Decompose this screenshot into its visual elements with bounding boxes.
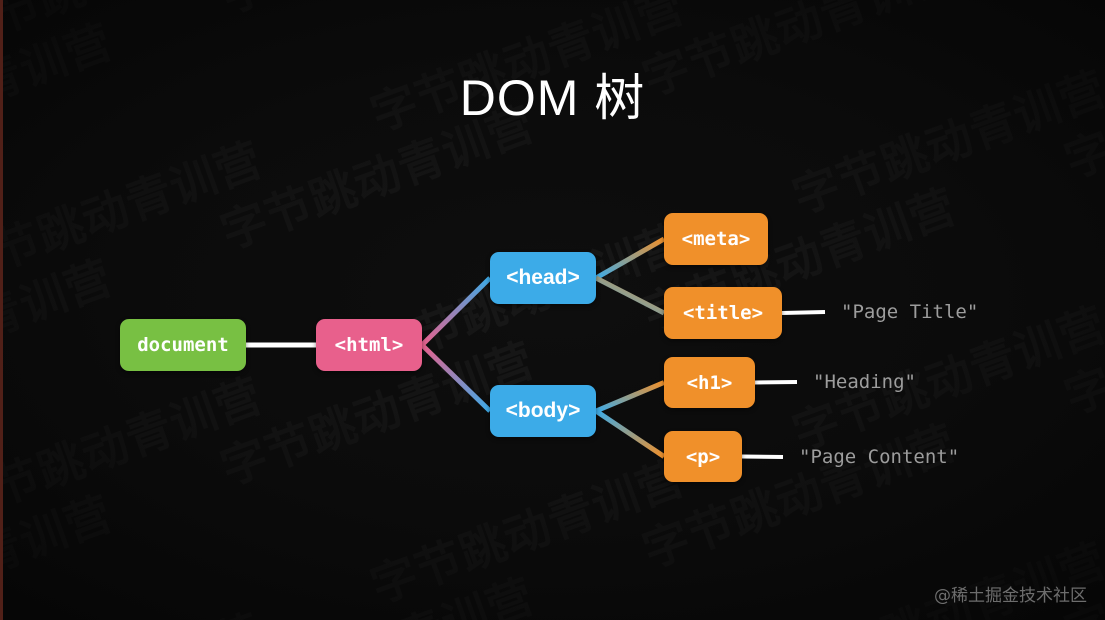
node-label: <meta>	[681, 228, 751, 250]
node-label: <p>	[685, 445, 721, 468]
page-title: DOM 树	[459, 70, 646, 126]
node-document[interactable]: document	[120, 319, 246, 371]
node-label: <body>	[505, 399, 581, 422]
node-body[interactable]: <body>	[490, 385, 596, 437]
node-label: <title>	[682, 302, 764, 324]
node-label: <head>	[506, 266, 580, 289]
text-node-page-title-text: "Page Title"	[841, 301, 979, 323]
node-h1[interactable]: <h1>	[664, 357, 755, 408]
node-title[interactable]: <title>	[664, 287, 782, 339]
node-p[interactable]: <p>	[664, 431, 742, 482]
node-label: <html>	[334, 334, 404, 356]
left-edge-stripe	[0, 0, 3, 620]
node-html[interactable]: <html>	[316, 319, 422, 371]
node-label: document	[137, 334, 229, 356]
node-meta[interactable]: <meta>	[664, 213, 768, 265]
text-node-page-content-text: "Page Content"	[799, 446, 960, 468]
text-node-heading-text: "Heading"	[813, 371, 916, 393]
node-head[interactable]: <head>	[490, 252, 596, 304]
node-label: <h1>	[686, 371, 733, 394]
footer-credit: @稀土掘金技术社区	[934, 586, 1087, 606]
